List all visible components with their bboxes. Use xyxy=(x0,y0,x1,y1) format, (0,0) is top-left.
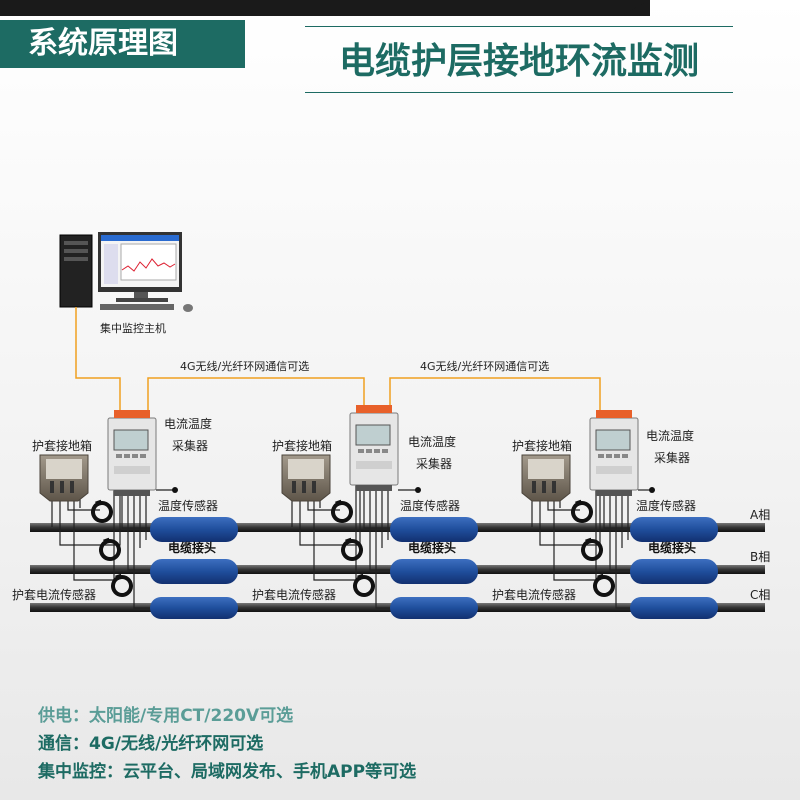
collector-2-label-line1: 电流温度 xyxy=(408,434,456,449)
monitoring-unit-3 xyxy=(521,409,718,619)
cable-joint-1-label: 电缆接头 xyxy=(168,540,216,555)
title-rule-bottom xyxy=(305,92,733,93)
grounding-box-2-label: 护套接地箱 xyxy=(272,438,332,453)
title-rule-top xyxy=(305,26,733,27)
host-label: 集中监控主机 xyxy=(100,321,166,335)
temp-sensor-2-label: 温度传感器 xyxy=(400,498,460,513)
sheath-current-sensor-1-label: 护套电流传感器 xyxy=(12,587,96,602)
footer-monitor-note: 集中监控：云平台、局域网发布、手机APP等可选 xyxy=(38,762,417,782)
monitoring-host-computer xyxy=(59,232,193,312)
collector-3-label-line1: 电流温度 xyxy=(646,428,694,443)
collector-1-label-line1: 电流温度 xyxy=(164,416,212,431)
sheath-current-sensor-2-label: 护套电流传感器 xyxy=(252,587,336,602)
phase-c-label: C相 xyxy=(750,588,770,602)
grounding-box-1-label: 护套接地箱 xyxy=(32,438,92,453)
monitoring-unit-1 xyxy=(39,409,238,619)
comm-label-1: 4G无线/光纤环网通信可选 xyxy=(180,359,309,373)
temp-sensor-3-label: 温度传感器 xyxy=(636,498,696,513)
temp-sensor-1-label: 温度传感器 xyxy=(158,498,218,513)
phase-a-label: A相 xyxy=(750,508,770,522)
sheath-current-sensor-3-label: 护套电流传感器 xyxy=(492,587,576,602)
top-decor-bar-tip xyxy=(620,0,650,16)
communication-lines xyxy=(75,307,601,410)
collector-3-label-line2: 采集器 xyxy=(654,450,690,465)
grounding-box-3-label: 护套接地箱 xyxy=(512,438,572,453)
cable-joint-3-label: 电缆接头 xyxy=(648,540,696,555)
footer-power-note: 供电：太阳能/专用CT/220V可选 xyxy=(38,706,294,726)
footer-comm-note: 通信：4G/无线/光纤环网可选 xyxy=(38,734,264,754)
phase-b-label: B相 xyxy=(750,550,770,564)
collector-2-label-line2: 采集器 xyxy=(416,456,452,471)
monitoring-unit-2 xyxy=(281,404,478,619)
top-decor-bar xyxy=(0,0,650,16)
comm-label-2: 4G无线/光纤环网通信可选 xyxy=(420,359,549,373)
system-diagram: 集中监控主机 4G无线/光纤环网通信可选 4G无线/光纤环网通信可选 A相 B相… xyxy=(12,232,770,619)
page-title: 电缆护层接地环流监测 xyxy=(338,41,699,82)
cable-joint-2-label: 电缆接头 xyxy=(408,540,456,555)
collector-1-label-line2: 采集器 xyxy=(172,438,208,453)
system-diagram-title: 系统原理图 xyxy=(0,20,245,68)
